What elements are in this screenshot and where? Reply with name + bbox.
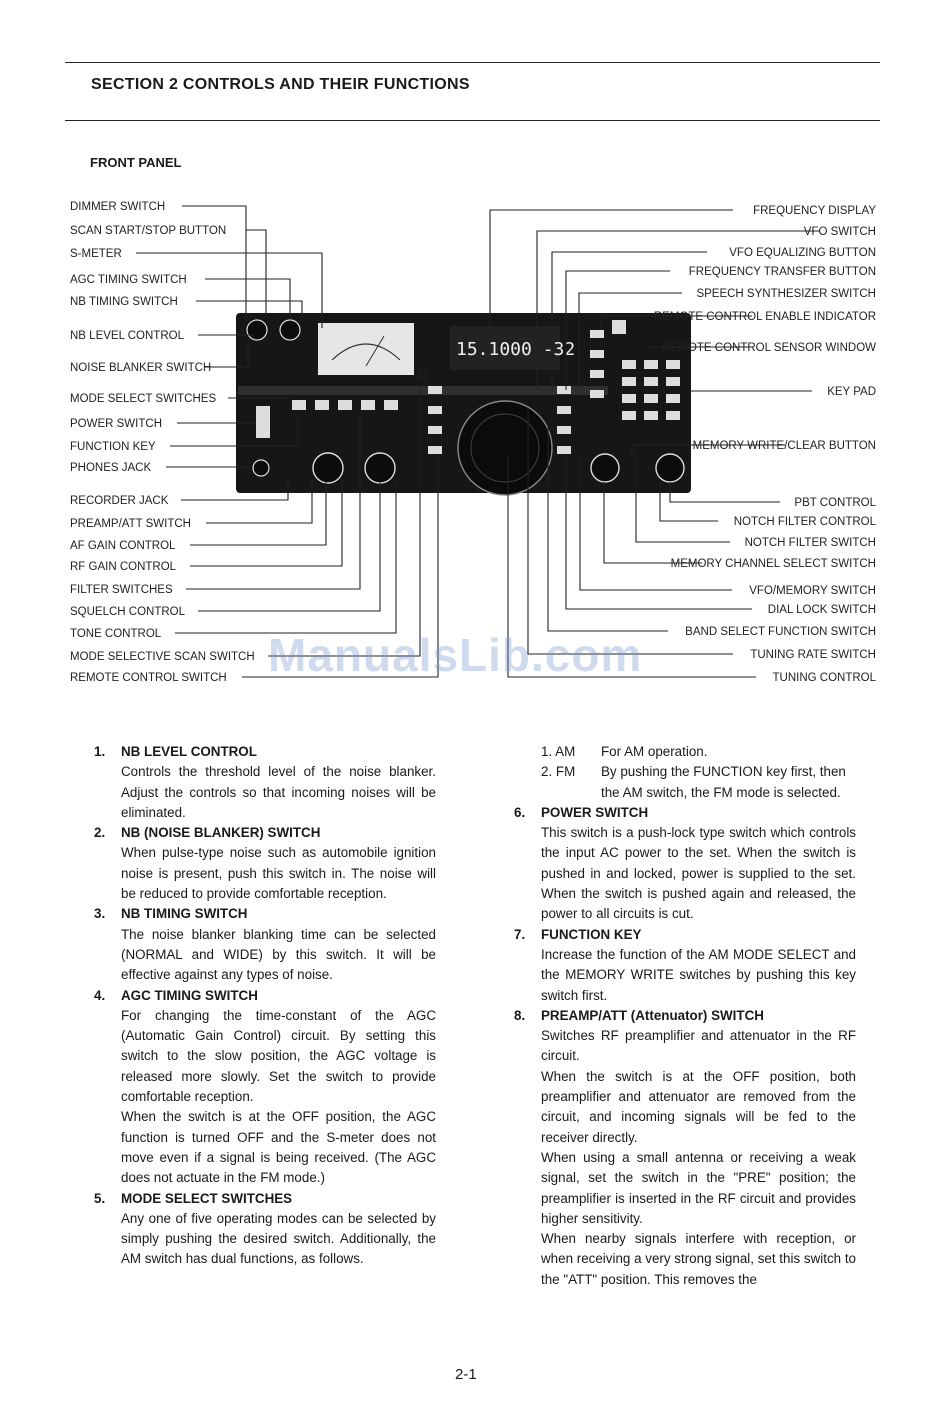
item-paragraph: Switches RF preamplifier and attenuator … bbox=[541, 1028, 856, 1064]
callout-phones-jack: PHONES JACK bbox=[70, 462, 151, 474]
frequency-display-text: 15.1000 -32 bbox=[456, 339, 575, 360]
sub-item-number: 2. FM bbox=[541, 764, 576, 780]
sub-item-fm: 2. FM By pushing the FUNCTION key first,… bbox=[541, 762, 856, 803]
item-function-key: 7. FUNCTION KEY Increase the function of … bbox=[514, 925, 856, 1006]
item-nb-timing-switch: 3. NB TIMING SWITCH The noise blanker bla… bbox=[94, 904, 436, 985]
callout-preamp-att-switch: PREAMP/ATT SWITCH bbox=[70, 518, 191, 530]
callout-memory-channel-select-switch: MEMORY CHANNEL SELECT SWITCH bbox=[671, 558, 876, 570]
item-number: 6. bbox=[514, 804, 526, 820]
callout-nb-level-control: NB LEVEL CONTROL bbox=[70, 330, 185, 342]
callout-tuning-control: TUNING CONTROL bbox=[773, 672, 877, 684]
callout-dimmer-switch: DIMMER SWITCH bbox=[70, 201, 165, 213]
right-callouts: FREQUENCY DISPLAY VFO SWITCH VFO EQUALIZ… bbox=[654, 205, 877, 684]
callout-remote-control-switch: REMOTE CONTROL SWITCH bbox=[70, 672, 227, 684]
item-heading: POWER SWITCH bbox=[541, 804, 649, 820]
frequency-display bbox=[450, 326, 560, 370]
left-callouts: DIMMER SWITCH SCAN START/STOP BUTTON S-M… bbox=[70, 201, 255, 684]
callout-filter-switches: FILTER SWITCHES bbox=[70, 584, 173, 596]
callout-key-pad: KEY PAD bbox=[827, 386, 876, 398]
item-paragraph: When the switch is at the OFF position, … bbox=[121, 1109, 436, 1186]
item-paragraph: Any one of five operating modes can be s… bbox=[121, 1210, 436, 1267]
item-paragraph: When using a small antenna or receiving … bbox=[541, 1149, 856, 1226]
item-nb-level-control: 1. NB LEVEL CONTROL Controls the threshol… bbox=[94, 742, 436, 823]
page-number: 2-1 bbox=[455, 1366, 477, 1383]
item-preamp-att-switch: 8. PREAMP/ATT (Attenuator) SWITCH Switche… bbox=[514, 1006, 856, 1290]
item-number: 4. bbox=[94, 987, 106, 1003]
callout-nb-timing-switch: NB TIMING SWITCH bbox=[70, 296, 178, 308]
sub-item-text: By pushing the FUNCTION key first, then … bbox=[601, 764, 846, 800]
callout-squelch-control: SQUELCH CONTROL bbox=[70, 606, 186, 618]
right-column: 1. AM For AM operation. 2. FM By pushing… bbox=[514, 742, 856, 1290]
item-number: 7. bbox=[514, 926, 526, 942]
item-paragraph: When the switch is at the OFF position, … bbox=[541, 1068, 856, 1145]
callout-af-gain-control: AF GAIN CONTROL bbox=[70, 540, 176, 552]
callout-speech-synthesizer-switch: SPEECH SYNTHESIZER SWITCH bbox=[696, 288, 876, 300]
item-heading: FUNCTION KEY bbox=[541, 926, 642, 942]
item-mode-select-switches: 5. MODE SELECT SWITCHES Any one of five o… bbox=[94, 1189, 436, 1270]
item-heading: PREAMP/ATT (Attenuator) SWITCH bbox=[541, 1007, 764, 1023]
top-rule bbox=[65, 62, 880, 63]
callout-recorder-jack: RECORDER JACK bbox=[70, 495, 169, 507]
sub-item-am: 1. AM For AM operation. bbox=[541, 742, 856, 762]
callout-notch-filter-switch: NOTCH FILTER SWITCH bbox=[745, 537, 876, 549]
main-tuning-knob bbox=[457, 400, 553, 496]
item-heading: AGC TIMING SWITCH bbox=[121, 987, 258, 1003]
left-column: 1. NB LEVEL CONTROL Controls the threshol… bbox=[94, 742, 436, 1270]
item-paragraph: This switch is a push-lock type switch w… bbox=[541, 825, 856, 922]
item-nb-switch: 2. NB (NOISE BLANKER) SWITCH When pulse-t… bbox=[94, 823, 436, 904]
sub-item-text: For AM operation. bbox=[601, 744, 708, 759]
item-paragraph: Increase the function of the AM MODE SEL… bbox=[541, 946, 856, 1003]
display-panel bbox=[318, 323, 414, 375]
callout-scan-start-stop-button: SCAN START/STOP BUTTON bbox=[70, 225, 226, 237]
callout-vfo-equalizing-button: VFO EQUALIZING BUTTON bbox=[729, 247, 876, 259]
item-paragraph: When nearby signals interfere with recep… bbox=[541, 1231, 856, 1287]
callout-agc-timing-switch: AGC TIMING SWITCH bbox=[70, 274, 187, 286]
callout-power-switch: POWER SWITCH bbox=[70, 418, 162, 430]
item-agc-timing-switch: 4. AGC TIMING SWITCH For changing the tim… bbox=[94, 986, 436, 1189]
callout-mode-select-switches: MODE SELECT SWITCHES bbox=[70, 393, 216, 405]
item-heading: NB LEVEL CONTROL bbox=[121, 744, 257, 759]
item-number: 2. bbox=[94, 825, 106, 841]
callout-function-key: FUNCTION KEY bbox=[70, 441, 156, 453]
callout-vfo-memory-switch: VFO/MEMORY SWITCH bbox=[749, 585, 876, 597]
item-paragraph: Controls the threshold level of the nois… bbox=[121, 764, 436, 820]
callout-frequency-transfer-button: FREQUENCY TRANSFER BUTTON bbox=[689, 266, 876, 278]
callout-vfo-switch: VFO SWITCH bbox=[804, 226, 876, 238]
callout-s-meter: S-METER bbox=[70, 248, 122, 260]
item-number: 5. bbox=[94, 1190, 106, 1206]
item-number: 3. bbox=[94, 906, 106, 922]
callout-dial-lock-switch: DIAL LOCK SWITCH bbox=[768, 604, 876, 616]
item-heading: NB TIMING SWITCH bbox=[121, 906, 248, 922]
callout-tone-control: TONE CONTROL bbox=[70, 628, 162, 640]
callout-pbt-control: PBT CONTROL bbox=[794, 497, 876, 509]
callout-rf-gain-control: RF GAIN CONTROL bbox=[70, 561, 177, 573]
item-paragraph: For changing the time-constant of the AG… bbox=[121, 1007, 436, 1105]
item-paragraph: The noise blanker blanking time can be s… bbox=[121, 926, 436, 983]
callout-remote-control-enable-indicator: REMOTE CONTROL ENABLE INDICATOR bbox=[654, 311, 876, 323]
item-paragraph: When pulse-type noise such as automobile… bbox=[121, 845, 436, 902]
item-number: 1. bbox=[94, 744, 106, 759]
s-meter-arc bbox=[331, 343, 401, 361]
front-panel-diagram: 15.1000 -32 bbox=[70, 201, 877, 684]
callout-mode-selective-scan-switch: MODE SELECTIVE SCAN SWITCH bbox=[70, 651, 255, 663]
title-rule bbox=[65, 120, 880, 121]
sub-item-number: 1. AM bbox=[541, 744, 576, 759]
callout-memory-write-clear-button: MEMORY WRITE/CLEAR BUTTON bbox=[693, 440, 876, 452]
callout-tuning-rate-switch: TUNING RATE SWITCH bbox=[750, 649, 876, 661]
item-heading: NB (NOISE BLANKER) SWITCH bbox=[121, 825, 321, 841]
item-number: 8. bbox=[514, 1007, 526, 1023]
front-panel-title: FRONT PANEL bbox=[90, 155, 182, 170]
callout-notch-filter-control: NOTCH FILTER CONTROL bbox=[734, 516, 877, 528]
callout-frequency-display: FREQUENCY DISPLAY bbox=[753, 205, 876, 217]
section-title: SECTION 2 CONTROLS AND THEIR FUNCTIONS bbox=[91, 76, 470, 93]
item-power-switch: 6. POWER SWITCH This switch is a push-loc… bbox=[514, 803, 856, 925]
callout-band-select-function-switch: BAND SELECT FUNCTION SWITCH bbox=[685, 626, 876, 638]
callout-noise-blanker-switch: NOISE BLANKER SWITCH bbox=[70, 362, 211, 374]
callout-remote-control-sensor-window: REMOTE CONTROL SENSOR WINDOW bbox=[662, 342, 876, 354]
item-heading: MODE SELECT SWITCHES bbox=[121, 1190, 293, 1206]
watermark: ManualsLib.com bbox=[268, 629, 643, 681]
